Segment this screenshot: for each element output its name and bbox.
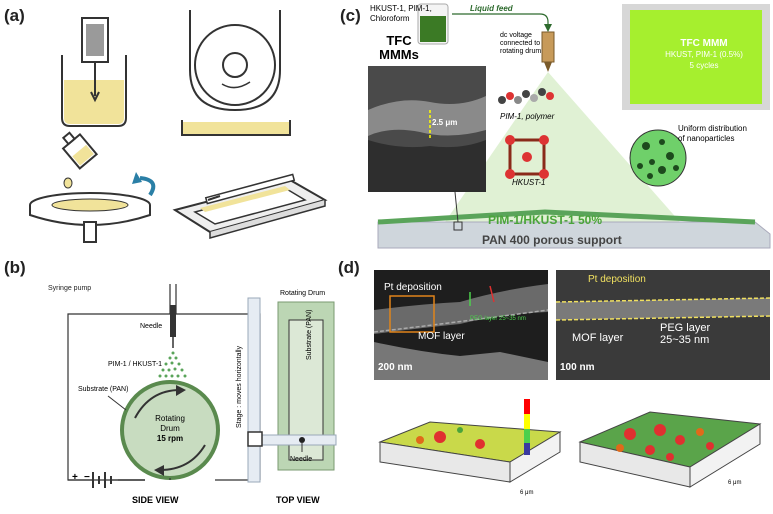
right-peg-line2: 25~35 nm bbox=[660, 334, 710, 346]
bottle-icon bbox=[61, 131, 99, 170]
panel-a-label: (a) bbox=[4, 6, 25, 25]
needle-label: Needle bbox=[140, 323, 163, 330]
tfc-label: TFC bbox=[386, 33, 412, 48]
minus-sign: − bbox=[84, 472, 90, 483]
photo-line2: HKUST, PIM-1 (0.5%) bbox=[665, 50, 743, 59]
spray-cone-c bbox=[445, 72, 680, 222]
right-pt-label: Pt deposition bbox=[588, 274, 646, 285]
left-peg-label: PEG layer 25~35 nm bbox=[470, 316, 526, 322]
dc-line3: rotating drum bbox=[500, 48, 542, 55]
plus-sign: + bbox=[72, 472, 78, 483]
left-scale-label: 200 nm bbox=[378, 362, 413, 373]
afm-right bbox=[578, 411, 762, 488]
spin-coater-icon bbox=[29, 172, 156, 243]
polymer-icon bbox=[498, 88, 554, 104]
panel-b-illustration bbox=[67, 284, 337, 488]
drum-label-line2: Drum bbox=[160, 424, 180, 433]
right-mof-label: MOF layer bbox=[572, 332, 624, 344]
right-scale-label: 100 nm bbox=[560, 362, 595, 373]
layer-top-label: PIM-1/HKUST-1 50% bbox=[488, 213, 603, 227]
panel-c-illustration bbox=[368, 3, 771, 249]
beaker-icon bbox=[61, 17, 127, 127]
left-mof-label: MOF layer bbox=[418, 331, 465, 342]
panel-d-illustration bbox=[373, 270, 771, 488]
drum-speed: 15 rpm bbox=[156, 434, 184, 443]
nozzle-icon bbox=[541, 31, 555, 63]
pim-polymer-label: PIM-1, polymer bbox=[500, 112, 555, 121]
top-rotating-drum-label: Rotating Drum bbox=[280, 290, 326, 297]
photo-title: TFC MMM bbox=[680, 38, 728, 49]
top-needle-label: Needle bbox=[290, 456, 313, 463]
blade-coater-icon bbox=[172, 173, 328, 239]
panel-d-label: (d) bbox=[338, 258, 360, 277]
top-substrate-label: Substrate (PAN) bbox=[306, 309, 313, 360]
uniform-line2: of nanoparticles bbox=[678, 134, 735, 143]
hkust-label: HKUST-1 bbox=[512, 178, 546, 187]
side-view-label: SIDE VIEW bbox=[132, 495, 179, 505]
hkust-crystal-icon bbox=[505, 135, 549, 179]
afm-left bbox=[378, 399, 562, 483]
roll-coater-icon bbox=[181, 10, 291, 136]
layer-bottom-label: PAN 400 porous support bbox=[482, 233, 622, 247]
tem-right bbox=[556, 270, 770, 380]
panel-b-label: (b) bbox=[4, 258, 26, 277]
uniform-line1: Uniform distribution bbox=[678, 124, 747, 133]
liquid-feed-label: Liquid feed bbox=[470, 4, 513, 13]
mmms-label: MMMs bbox=[379, 47, 419, 62]
photo-line3: 5 cycles bbox=[689, 61, 719, 70]
stage-rail bbox=[247, 297, 261, 483]
thickness-label: 2.5 μm bbox=[432, 118, 458, 127]
syringe-icon bbox=[170, 305, 176, 337]
panel-a-illustration bbox=[29, 10, 328, 243]
stage-label: Stage : moves horizontally bbox=[236, 345, 243, 428]
solution-line2: Chloroform bbox=[370, 14, 410, 23]
dc-line1: dc voltage bbox=[500, 32, 532, 39]
solution-line1: HKUST-1, PIM-1, bbox=[370, 4, 432, 13]
syringe-pump-label: Syringe pump bbox=[48, 285, 92, 292]
spray-cone bbox=[158, 351, 187, 378]
pan-support bbox=[377, 221, 771, 249]
substrate-label: Substrate (PAN) bbox=[78, 386, 129, 393]
drum-label-line1: Rotating bbox=[155, 414, 185, 423]
left-pt-label: Pt deposition bbox=[384, 282, 442, 293]
afm-left-unit: 6 μm bbox=[520, 490, 534, 496]
spray-label: PIM-1 / HKUST-1 bbox=[108, 361, 163, 368]
dc-line2: connected to bbox=[500, 40, 541, 47]
right-peg-line1: PEG layer bbox=[660, 322, 711, 334]
panel-c-label: (c) bbox=[340, 6, 361, 25]
top-view-label: TOP VIEW bbox=[276, 495, 320, 505]
afm-right-unit: 6 μm bbox=[728, 480, 742, 486]
